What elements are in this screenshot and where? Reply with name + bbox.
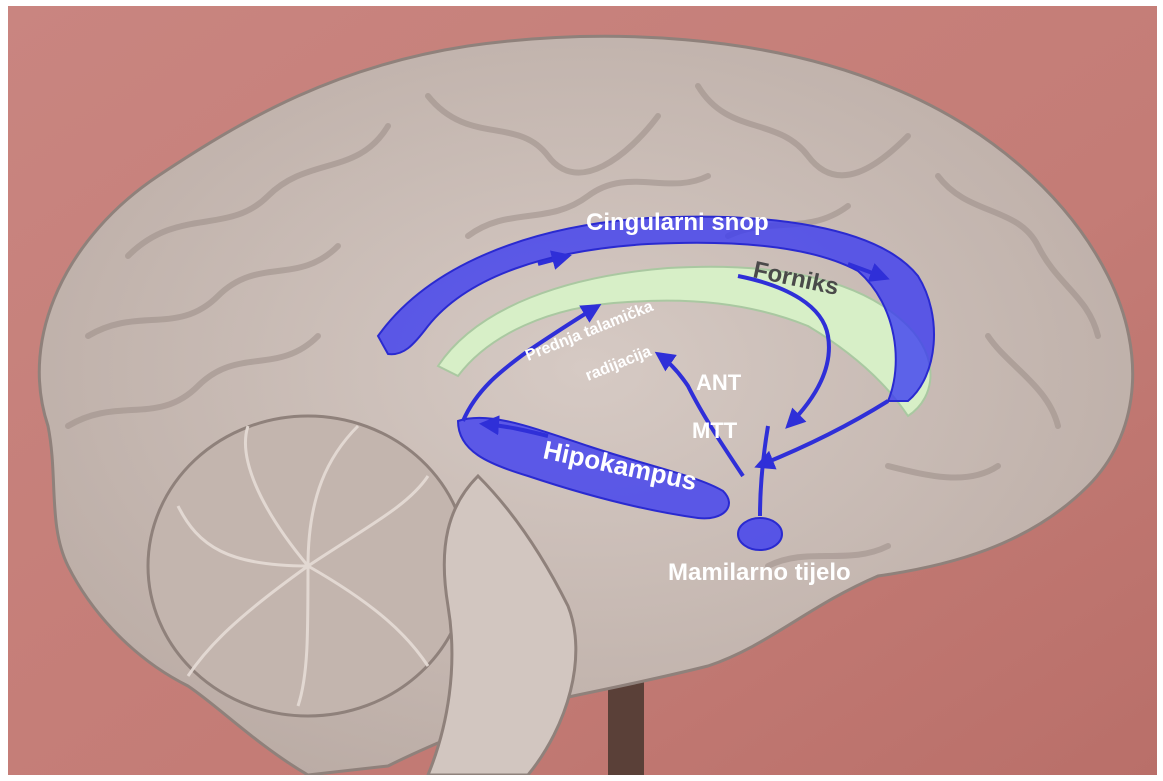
mammillary-body-label: Mamilarno tijelo xyxy=(668,559,851,586)
mammillary-body xyxy=(738,518,782,550)
photo-frame: Cingularni snop Forniks Prednja talamičk… xyxy=(8,6,1157,775)
brain-figure: Cingularni snop Forniks Prednja talamičk… xyxy=(8,6,1157,775)
cerebellum xyxy=(148,416,468,716)
ant-label: ANT xyxy=(696,370,742,395)
cingulate-bundle-label: Cingularni snop xyxy=(586,209,769,236)
mtt-label: MTT xyxy=(692,418,738,443)
